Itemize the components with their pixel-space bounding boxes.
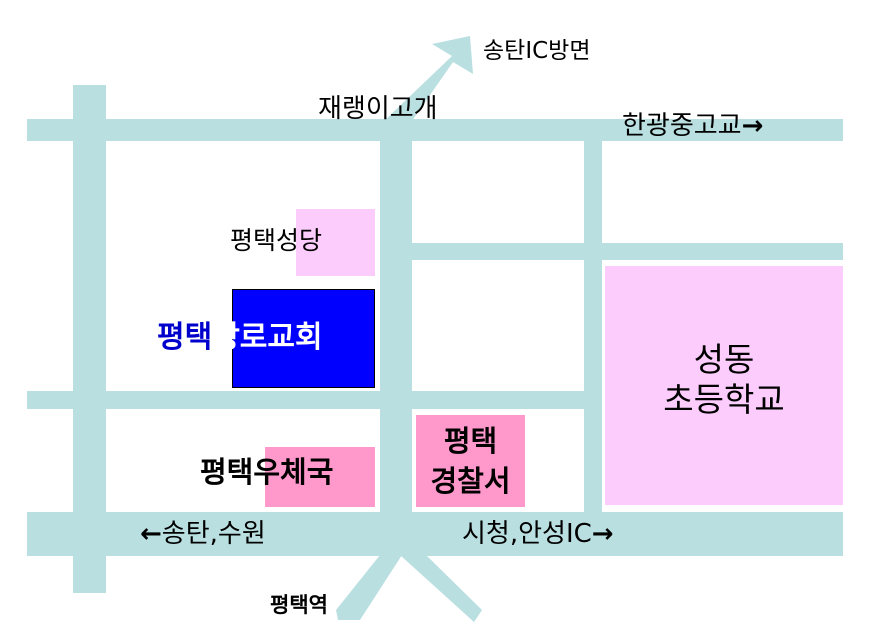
road-left-vertical: [73, 85, 106, 593]
songtan-suwon-text: 송탄,수원: [161, 519, 266, 549]
presbyterian-name: 장로교회: [212, 320, 323, 355]
label-jaraengi-pass: 재랭이고개: [318, 94, 438, 124]
post-office-label: 평택우체국: [200, 458, 333, 487]
road-middle-right: [412, 243, 843, 260]
road-to-station-left: [336, 555, 402, 620]
post-office-prefix: 평택: [200, 455, 254, 489]
catholic-church-block: [296, 209, 375, 276]
school-line2: 초등학교: [663, 380, 785, 419]
presbyterian-prefix: 평택: [157, 320, 213, 355]
label-station: 평택역: [270, 593, 328, 617]
church-prefix: 평택: [230, 226, 277, 255]
arrow-left-icon: ←: [140, 519, 162, 549]
presbyterian-church-block: [232, 289, 375, 388]
presbyterian-church-label: 평택장로교회: [157, 323, 323, 353]
road-right-vertical: [584, 141, 602, 516]
arrow-right-icon: →: [591, 519, 614, 549]
police-station-block: 평택 경찰서: [416, 415, 525, 507]
label-songtan-ic: 송탄IC방면: [483, 38, 591, 64]
road-bottom: [27, 512, 843, 556]
city-hall-text: 시청,안성IC: [462, 519, 592, 549]
label-city-hall-anseong: 시청,안성IC→: [462, 521, 614, 547]
elementary-school-block: 성동 초등학교: [605, 266, 843, 505]
church-name: 성당: [276, 226, 323, 255]
police-line2: 경찰서: [430, 464, 511, 498]
road-to-station-right: [400, 555, 482, 622]
post-office-name: 우체국: [253, 455, 334, 489]
label-hangwang-text: 한광중고교: [622, 111, 742, 141]
label-hangwang-school: 한광중고교→: [622, 113, 763, 139]
road-to-songtan-ic: [383, 36, 473, 128]
road-center-vertical: [380, 141, 412, 516]
school-line1: 성동: [693, 340, 755, 379]
arrow-right-icon: →: [741, 111, 764, 141]
post-office-block: [265, 447, 375, 507]
label-songtan-suwon: ←송탄,수원: [140, 521, 266, 547]
police-line1: 평택: [443, 424, 498, 458]
road-top: [27, 119, 843, 141]
road-middle-left: [27, 391, 584, 409]
catholic-church-label: 평택성당: [230, 228, 322, 253]
